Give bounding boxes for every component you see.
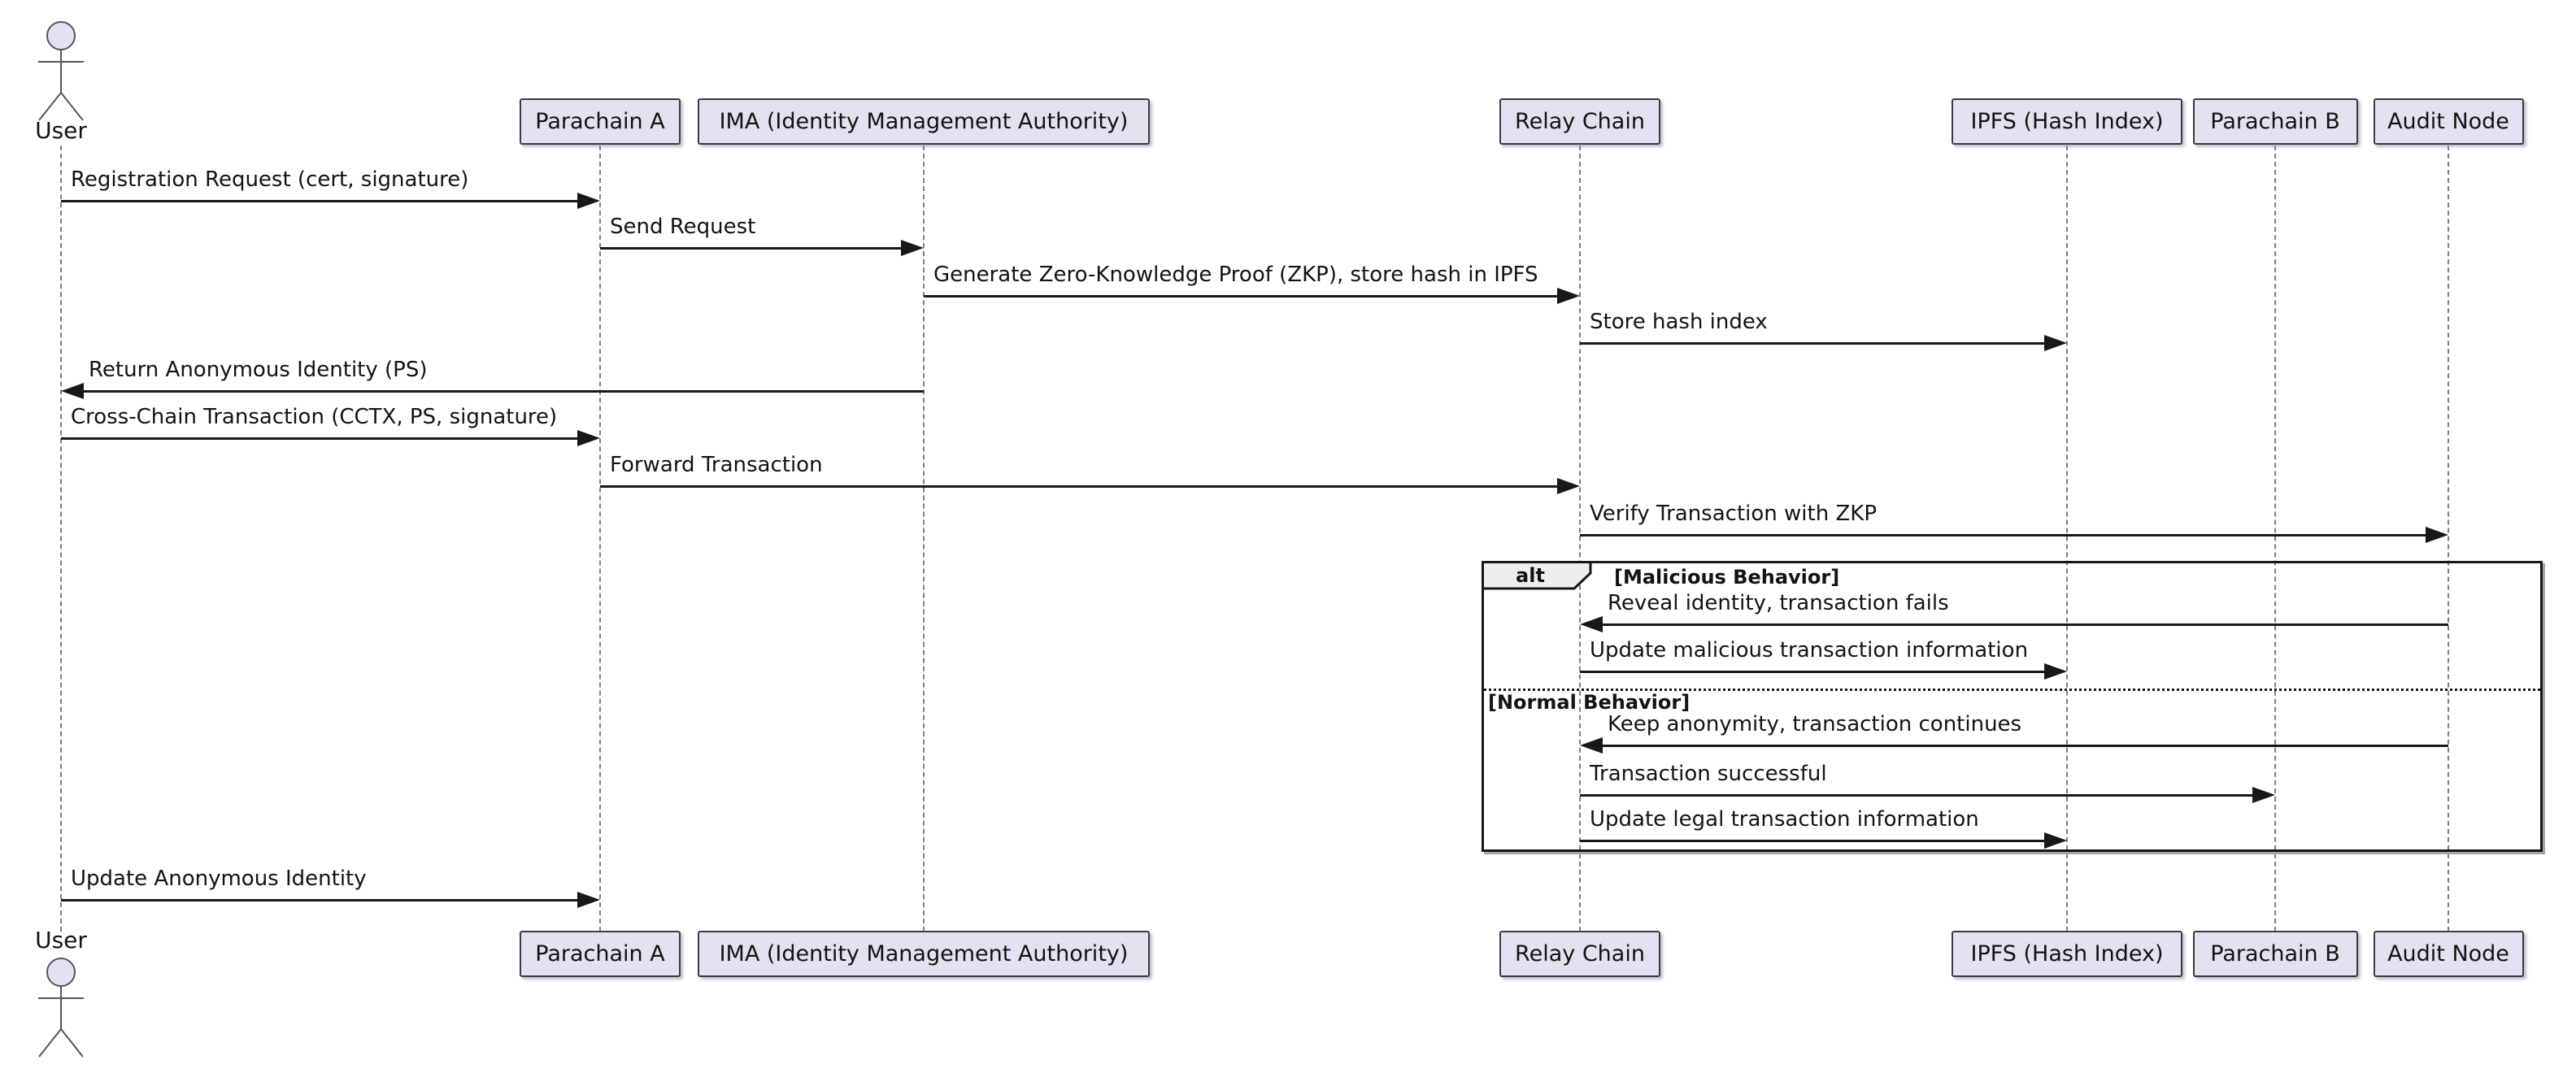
participant-box-parachain-b-bottom: Parachain B [2192, 931, 2358, 977]
message-13-arrowhead-icon [2044, 832, 2067, 849]
message-2-label: Send Request [610, 215, 756, 239]
message-7-line [600, 485, 1560, 488]
message-4-line [1580, 342, 2047, 345]
message-8-label: Verify Transaction with ZKP [1590, 502, 1877, 526]
message-4-arrowhead-icon [2044, 335, 2067, 351]
message-13-line [1580, 840, 2047, 842]
lifeline-parachain-a [599, 146, 601, 932]
message-10-arrowhead-icon [2044, 663, 2067, 680]
message-6-line [61, 437, 581, 440]
message-9-line [1599, 623, 2448, 626]
message-2-arrowhead-icon [901, 240, 924, 256]
participant-box-audit-node-bottom: Audit Node [2373, 931, 2524, 977]
message-10-line [1580, 671, 2047, 673]
lifeline-relay-chain [1579, 146, 1581, 932]
message-5-arrowhead-icon [61, 383, 84, 399]
participant-box-relay-chain-bottom: Relay Chain [1499, 931, 1660, 977]
message-8-arrowhead-icon [2426, 527, 2448, 543]
message-6-label: Cross-Chain Transaction (CCTX, PS, signa… [71, 405, 558, 429]
alt-operator-label: alt [1516, 564, 1545, 587]
participant-box-relay-chain-top: Relay Chain [1499, 98, 1660, 145]
participant-box-ipfs-bottom: IPFS (Hash Index) [1952, 931, 2182, 977]
participant-box-audit-node-top: Audit Node [2373, 98, 2524, 145]
alt-branch-divider [1484, 689, 2540, 691]
alt-guard-malicious: [Malicious Behavior] [1614, 566, 1840, 589]
message-10-label: Update malicious transaction information [1590, 638, 2029, 662]
message-11-arrowhead-icon [1580, 737, 1603, 754]
message-1-arrowhead-icon [577, 193, 600, 209]
message-6-arrowhead-icon [577, 430, 600, 446]
message-2-line [600, 247, 904, 250]
lifeline-parachain-b [2274, 146, 2276, 932]
lifeline-user [60, 146, 62, 932]
message-3-label: Generate Zero-Knowledge Proof (ZKP), sto… [933, 263, 1538, 287]
actor-user-figure-bottom-icon [38, 958, 84, 1058]
participant-box-ima-bottom: IMA (Identity Management Authority) [698, 931, 1150, 977]
participant-box-parachain-b-top: Parachain B [2192, 98, 2358, 145]
participant-box-parachain-a-top: Parachain A [520, 98, 681, 145]
message-9-arrowhead-icon [1580, 616, 1603, 632]
message-11-label: Keep anonymity, transaction continues [1608, 712, 2022, 736]
message-7-arrowhead-icon [1557, 478, 1580, 494]
actor-user-figure-top-icon [38, 21, 84, 121]
lifeline-audit-node [2448, 146, 2449, 932]
message-12-line [1580, 794, 2256, 797]
message-14-arrowhead-icon [577, 892, 600, 908]
message-14-label: Update Anonymous Identity [71, 867, 367, 891]
message-1-label: Registration Request (cert, signature) [71, 167, 469, 192]
message-5-label: Return Anonymous Identity (PS) [89, 358, 428, 382]
alt-guard-normal: [Normal Behavior] [1488, 691, 1690, 714]
message-1-line [61, 200, 581, 202]
participant-box-ipfs-top: IPFS (Hash Index) [1952, 98, 2182, 145]
alt-operator-pentagon [1482, 561, 1592, 590]
message-3-line [924, 295, 1560, 298]
actor-user-label-bottom: User [35, 927, 87, 954]
lifeline-ima [923, 146, 925, 932]
message-11-line [1599, 745, 2448, 747]
message-5-line [80, 390, 924, 393]
message-14-line [61, 899, 581, 901]
participant-box-ima-top: IMA (Identity Management Authority) [698, 98, 1150, 145]
message-4-label: Store hash index [1590, 310, 1768, 334]
message-8-line [1580, 534, 2429, 536]
message-7-label: Forward Transaction [610, 453, 823, 477]
participant-box-parachain-a-bottom: Parachain A [520, 931, 681, 977]
message-13-label: Update legal transaction information [1590, 807, 1979, 832]
actor-user-label-top: User [35, 117, 87, 144]
message-12-arrowhead-icon [2252, 787, 2275, 803]
alt-fragment-frame [1482, 561, 2543, 852]
message-3-arrowhead-icon [1557, 288, 1580, 304]
message-9-label: Reveal identity, transaction fails [1608, 591, 1949, 615]
lifeline-ipfs [2066, 146, 2068, 932]
message-12-label: Transaction successful [1590, 762, 1827, 786]
